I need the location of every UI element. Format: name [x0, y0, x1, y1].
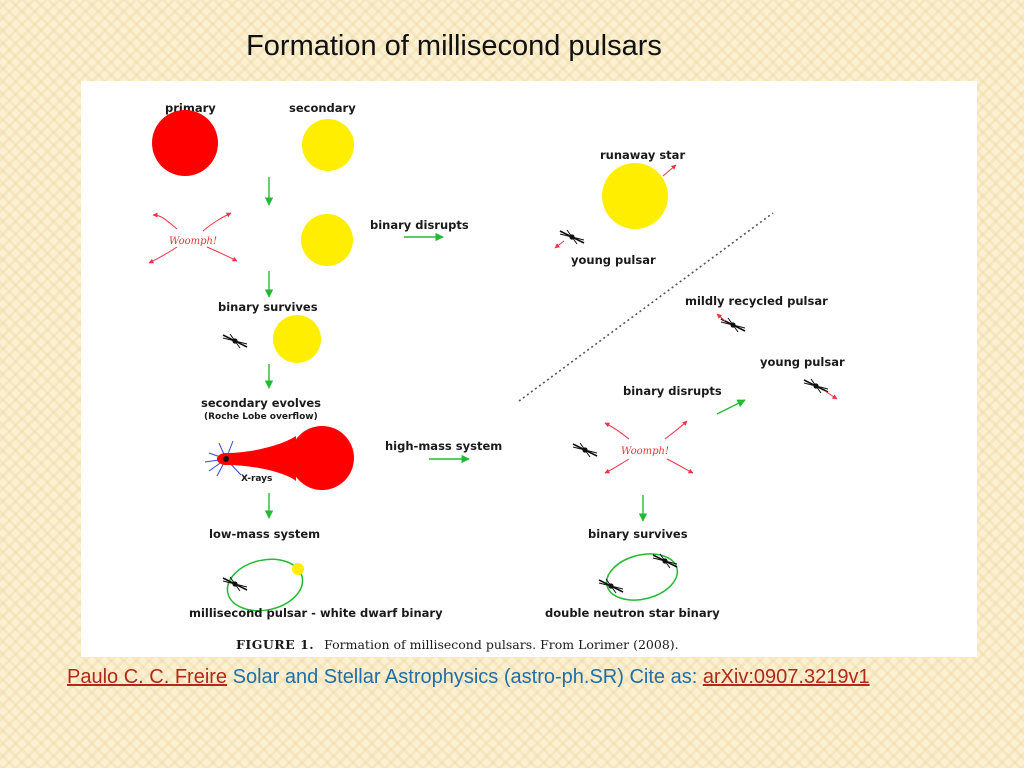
evolution-diagram: primary secondary Woomph! binary disrupt… — [148, 101, 845, 652]
pulsar-before-second-sn-icon — [572, 442, 598, 458]
woomph-label-2: Woomph! — [621, 446, 669, 457]
pulsar-after-sn-icon — [222, 333, 248, 349]
slide-title: Formation of millisecond pulsars — [246, 30, 662, 62]
runaway-direction-arrow — [662, 164, 677, 177]
label-double-ns-binary: double neutron star binary — [545, 606, 720, 620]
arrow-binary-disrupts-right — [716, 399, 746, 415]
dns-orbit — [605, 553, 679, 601]
citation: Paulo C. C. Freire Solar and Stellar Ast… — [67, 664, 947, 691]
young-pulsar-right-direction — [824, 390, 838, 400]
label-binary-survives-left: binary survives — [218, 300, 318, 314]
label-secondary: secondary — [289, 101, 356, 115]
msp-wd-orbit — [226, 558, 304, 612]
figure-panel: primary secondary Woomph! binary disrupt… — [81, 81, 977, 657]
label-binary-disrupts-right: binary disrupts — [623, 384, 722, 398]
label-roche-lobe-overflow: (Roche Lobe overflow) — [204, 412, 318, 422]
label-binary-disrupts-top: binary disrupts — [370, 218, 469, 232]
label-high-mass-system: high-mass system — [385, 439, 502, 453]
label-young-pulsar-right: young pulsar — [760, 355, 845, 369]
figure-caption: FIGURE 1. Formation of millisecond pulsar… — [236, 637, 679, 652]
label-mildly-recycled-pulsar: mildly recycled pulsar — [685, 294, 828, 308]
label-x-rays: X-rays — [241, 474, 272, 484]
label-runaway-star: runaway star — [600, 148, 685, 162]
woomph-label-1: Woomph! — [169, 236, 217, 247]
neutron-star-accretor — [223, 456, 229, 462]
mildly-recycled-direction — [716, 313, 726, 322]
secondary-star — [302, 119, 354, 171]
donor-star — [290, 426, 354, 490]
label-binary-survives-right: binary survives — [588, 527, 688, 541]
label-msp-wd-binary: millisecond pulsar - white dwarf binary — [189, 606, 443, 620]
supernova-explosion-1: Woomph! — [148, 212, 238, 264]
secondary-star-3 — [273, 315, 321, 363]
young-pulsar-top-direction — [554, 240, 565, 249]
arxiv-link[interactable]: arXiv:0907.3219v1 — [702, 666, 870, 688]
supernova-explosion-2: Woomph! — [604, 420, 694, 474]
runaway-star — [602, 163, 668, 229]
label-low-mass-system: low-mass system — [209, 527, 320, 541]
label-secondary-evolves: secondary evolves — [201, 396, 321, 410]
label-young-pulsar-top: young pulsar — [571, 253, 656, 267]
figure-caption-text: Formation of millisecond pulsars. From L… — [324, 637, 679, 652]
neutron-star-1-icon — [598, 578, 624, 594]
secondary-star-2 — [301, 214, 353, 266]
citation-text: Solar and Stellar Astrophysics (astro-ph… — [227, 666, 703, 688]
figure-caption-number: FIGURE 1. — [236, 637, 314, 652]
author-link[interactable]: Paulo C. C. Freire — [67, 666, 228, 688]
millisecond-pulsar-icon — [222, 576, 248, 592]
accretion-stream — [226, 436, 296, 481]
white-dwarf — [292, 563, 304, 575]
primary-star — [152, 110, 218, 176]
young-pulsar-right-icon — [803, 378, 829, 394]
